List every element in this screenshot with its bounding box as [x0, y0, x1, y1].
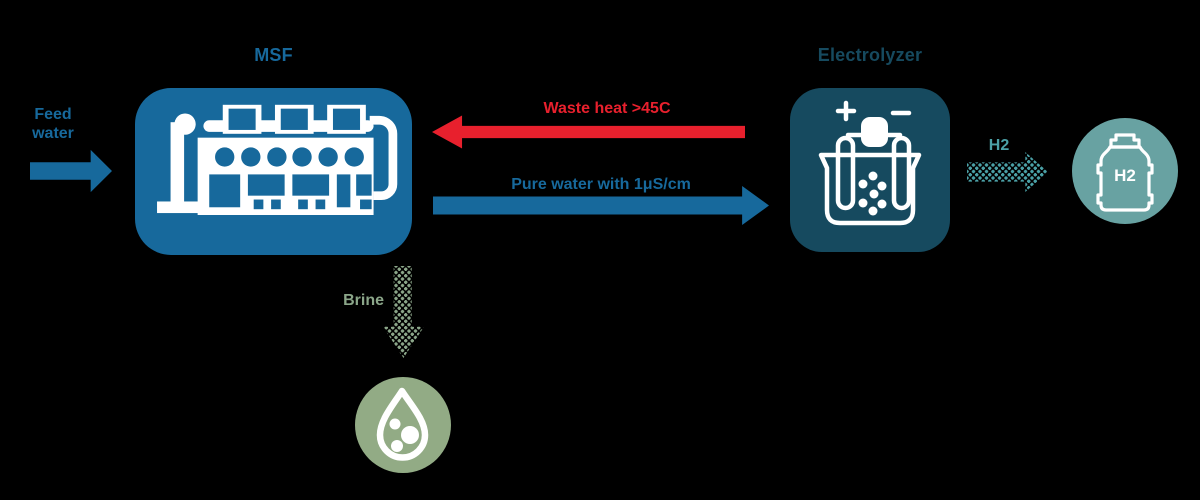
msf-node — [135, 88, 412, 255]
h2-tank-label: H2 — [1114, 166, 1136, 185]
h2-flow-label: H2 — [988, 137, 1010, 154]
msf-title: MSF — [254, 45, 293, 65]
gas-cylinder-icon: H2 — [1072, 118, 1178, 224]
electrolyzer-title: Electrolyzer — [817, 45, 923, 65]
feed-water-label: Feed water — [32, 106, 74, 142]
brine-arrow — [383, 266, 424, 358]
brine-label: Brine — [343, 292, 384, 309]
electrolysis-cell-icon — [790, 88, 950, 252]
h2-tank-node: H2 — [1072, 118, 1178, 224]
pure-water-label: Pure water with 1μS/cm — [511, 176, 691, 193]
h2-arrow — [967, 152, 1048, 192]
feed-water-arrow — [30, 149, 112, 193]
water-drop-icon — [355, 377, 451, 473]
brine-node — [355, 377, 451, 473]
electrolyzer-node — [790, 88, 950, 252]
desalination-plant-icon — [149, 99, 399, 244]
waste-heat-label: Waste heat >45C — [543, 100, 671, 117]
waste-heat-arrow — [432, 115, 745, 149]
